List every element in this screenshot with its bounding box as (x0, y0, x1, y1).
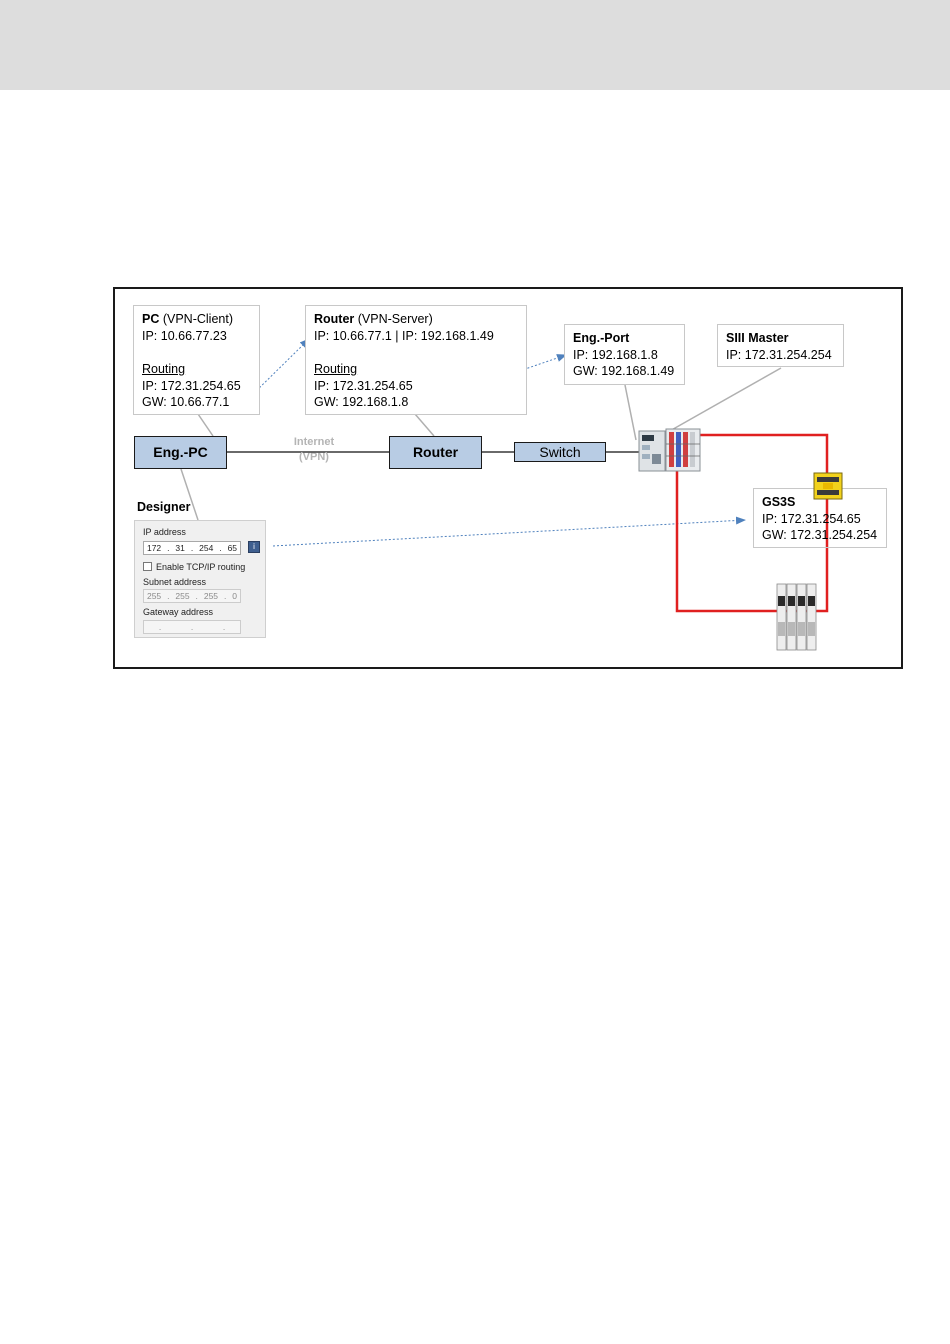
eng-pc-node: Eng.-PC (134, 436, 227, 469)
control-device-icon (638, 428, 701, 472)
siii-master-title: SIII Master (726, 331, 789, 345)
drive-modules-icon (776, 583, 817, 651)
ip-octet-4: 65 (227, 543, 238, 553)
ip-octet-1: 172 (146, 543, 162, 553)
designer-callout-leader (180, 468, 199, 521)
designer-ip-dialog: IP address 172. 31. 254. 65 i Enable TCP… (134, 520, 266, 638)
router-title-suffix: (VPN-Server) (354, 312, 433, 326)
eng-port-gw: GW: 192.168.1.49 (573, 364, 675, 378)
engport-callout-leader (624, 384, 637, 441)
pc-title-suffix: (VPN-Client) (159, 312, 233, 326)
internet-vpn-label: Internet (VPN) (286, 435, 342, 465)
router-routing-gw: GW: 192.168.1.8 (314, 395, 409, 409)
diagram-frame (113, 287, 903, 669)
router-callout-leader (414, 413, 435, 437)
eng-port-title: Eng.-Port (573, 331, 630, 345)
subnet-field[interactable]: 255. 255. 255. 0 (143, 589, 241, 603)
gs3s-info-box: GS3S IP: 172.31.254.65 GW: 172.31.254.25… (753, 488, 887, 548)
sercos-ring (675, 433, 829, 613)
siii-master-info-box: SIII Master IP: 172.31.254.254 (717, 324, 844, 367)
router-title: Router (314, 312, 355, 326)
internet-label: Internet (293, 436, 335, 448)
ip-octet-3: 254 (199, 543, 214, 553)
subnet-octet-4: 0 (232, 591, 238, 601)
siii-callout-leader (667, 367, 782, 433)
switch-node: Switch (514, 442, 606, 462)
vpn-label: (VPN) (299, 451, 329, 463)
pc-callout-leader (197, 413, 214, 437)
gateway-label: Gateway address (143, 607, 214, 617)
page-header-band (0, 0, 950, 90)
gs3s-gw: GW: 172.31.254.254 (762, 528, 878, 542)
router-info-box: Router (VPN-Server) IP: 10.66.77.1 | IP:… (305, 305, 527, 415)
ip-address-label: IP address (143, 527, 186, 537)
router-ip: IP: 10.66.77.1 | IP: 192.168.1.49 (314, 328, 494, 343)
gs3s-title: GS3S (762, 495, 796, 509)
pc-routing-heading: Routing (142, 362, 186, 376)
router-label: Router (412, 444, 459, 460)
enable-routing-checkbox[interactable] (143, 562, 152, 571)
gs3s-ip: IP: 172.31.254.65 (762, 511, 861, 526)
eng-port-ip: IP: 192.168.1.8 (573, 347, 658, 362)
subnet-octet-2: 255 (175, 591, 190, 601)
pc-title: PC (142, 312, 160, 326)
gateway-field[interactable]: ... (143, 620, 241, 634)
eng-port-info-box: Eng.-Port IP: 192.168.1.8 GW: 192.168.1.… (564, 324, 685, 385)
switch-label: Switch (539, 444, 581, 460)
siii-master-ip: IP: 172.31.254.254 (726, 347, 832, 362)
subnet-label: Subnet address (143, 577, 207, 587)
subnet-octet-1: 255 (146, 591, 162, 601)
enable-routing-label: Enable TCP/IP routing (156, 562, 246, 572)
eng-pc-label: Eng.-PC (153, 444, 208, 460)
pc-routing-ip: IP: 172.31.254.65 (142, 378, 241, 393)
routing-arrow-designer-gs3s (272, 516, 746, 547)
subnet-octet-3: 255 (203, 591, 219, 601)
gs3s-module-icon (813, 472, 843, 500)
router-routing-heading: Routing (314, 362, 358, 376)
ip-info-button[interactable]: i (248, 541, 260, 553)
ip-octet-2: 31 (175, 543, 185, 553)
designer-title: Designer (137, 500, 191, 514)
pc-ip: IP: 10.66.77.23 (142, 328, 227, 343)
router-node: Router (389, 436, 482, 469)
pc-routing-gw: GW: 10.66.77.1 (142, 395, 230, 409)
pc-info-box: PC (VPN-Client) IP: 10.66.77.23 Routing … (133, 305, 260, 415)
router-routing-ip: IP: 172.31.254.65 (314, 378, 413, 393)
ip-address-field[interactable]: 172. 31. 254. 65 (143, 541, 241, 555)
